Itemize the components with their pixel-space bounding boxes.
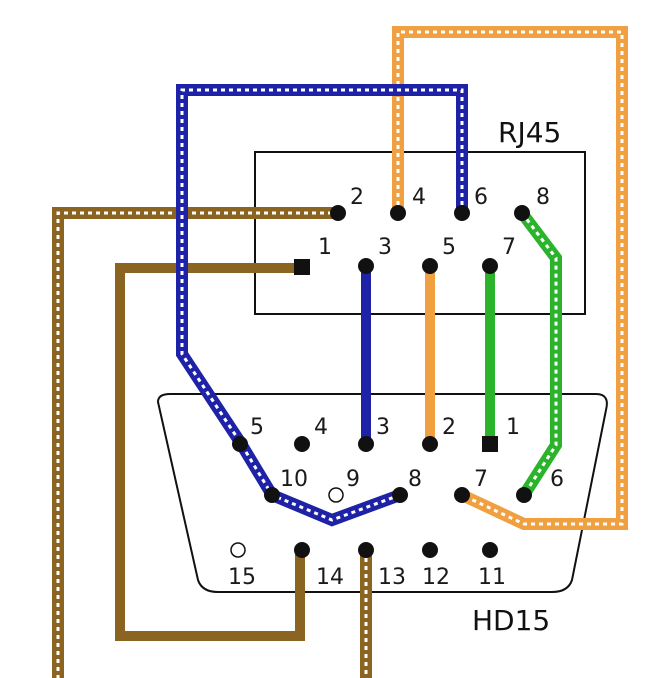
- rj45-label-6: 6: [474, 185, 488, 210]
- rj45-title: RJ45: [498, 116, 561, 149]
- rj45-outline: [254, 151, 586, 315]
- rj45-pin-8: [514, 205, 530, 221]
- rj45-pin-3: [358, 258, 374, 274]
- hd15-title: HD15: [472, 604, 550, 637]
- hd15-pin-9: [328, 487, 344, 503]
- hd15-pin-15: [230, 542, 246, 558]
- wire-brown-solid: [115, 263, 305, 641]
- hd15-pin-2: [422, 436, 438, 452]
- hd15-label-11: 11: [478, 565, 506, 590]
- hd15-label-6: 6: [550, 467, 564, 492]
- wire-orange-striped: [392, 26, 628, 530]
- hd15-pin-11: [482, 542, 498, 558]
- hd15-pin-10: [264, 487, 280, 503]
- wire-blue-striped: [176, 84, 468, 527]
- hd15-outline: [156, 393, 608, 593]
- hd15-pin-13: [358, 542, 374, 558]
- rj45-label-8: 8: [536, 185, 550, 210]
- hd15-label-4: 4: [314, 415, 328, 440]
- hd15-label-8: 8: [408, 467, 422, 492]
- wire-green-striped: [517, 209, 562, 499]
- rj45-pin-7: [482, 258, 498, 274]
- hd15-pin-8: [392, 487, 408, 503]
- hd15-label-2: 2: [442, 415, 456, 440]
- hd15-pin-5: [232, 436, 248, 452]
- rj45-pin-6: [454, 205, 470, 221]
- hd15-label-7: 7: [474, 467, 488, 492]
- rj45-pin-5: [422, 258, 438, 274]
- hd15-label-3: 3: [376, 415, 390, 440]
- hd15-pin-6: [516, 487, 532, 503]
- rj45-label-5: 5: [442, 235, 456, 260]
- hd15-label-15: 15: [228, 565, 256, 590]
- hd15-pin-7: [454, 487, 470, 503]
- hd15-label-14: 14: [316, 565, 344, 590]
- rj45-label-4: 4: [412, 185, 426, 210]
- hd15-pin-3: [358, 436, 374, 452]
- rj45-pin-2: [330, 205, 346, 221]
- hd15-label-1: 1: [506, 415, 520, 440]
- rj45-label-7: 7: [502, 235, 516, 260]
- hd15-pin-4: [294, 436, 310, 452]
- hd15-label-13: 13: [378, 565, 406, 590]
- hd15-label-5: 5: [250, 415, 264, 440]
- hd15-pin-14: [294, 542, 310, 558]
- hd15-label-10: 10: [280, 467, 308, 492]
- hd15-label-9: 9: [346, 467, 360, 492]
- rj45-label-3: 3: [378, 235, 392, 260]
- hd15-pin-12: [422, 542, 438, 558]
- wire-brown-striped: [52, 207, 372, 678]
- rj45-label-1: 1: [318, 235, 332, 260]
- hd15-pin-1: [482, 436, 498, 452]
- rj45-label-2: 2: [350, 185, 364, 210]
- hd15-label-12: 12: [422, 565, 450, 590]
- rj45-pin-1: [294, 259, 310, 275]
- rj45-pin-4: [390, 205, 406, 221]
